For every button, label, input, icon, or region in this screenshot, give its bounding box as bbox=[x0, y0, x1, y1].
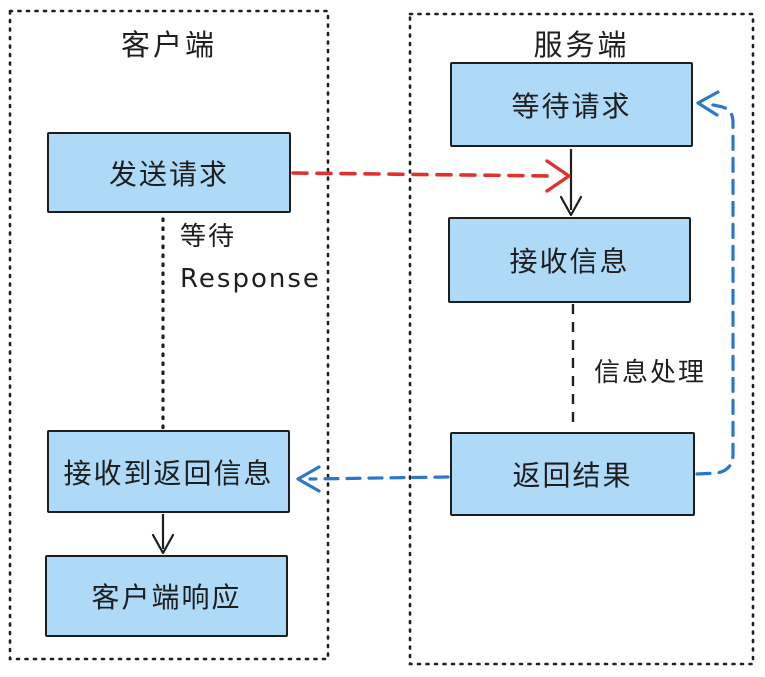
loop-back-blue-dashed-line bbox=[695, 102, 735, 476]
server-receive-arrowhead-icon bbox=[559, 195, 583, 217]
node-receive-message-label: 接收信息 bbox=[509, 245, 630, 278]
node-client-response: 客户端响应 bbox=[45, 555, 288, 637]
return-info-blue-dashed-line bbox=[308, 475, 450, 481]
node-wait-request: 等待请求 bbox=[450, 62, 693, 147]
client-container-title: 客户端 bbox=[120, 28, 217, 62]
node-client-response-label: 客户端响应 bbox=[91, 581, 242, 614]
node-return-result: 返回结果 bbox=[450, 432, 695, 516]
node-send-request-label: 发送请求 bbox=[108, 157, 229, 191]
loop-back-blue-arrowhead-icon bbox=[696, 90, 720, 117]
node-receive-returned-info: 接收到返回信息 bbox=[47, 430, 290, 513]
return-info-blue-arrowhead-icon bbox=[296, 465, 321, 493]
node-send-request: 发送请求 bbox=[47, 132, 291, 213]
message-processing-label: 信息处理 bbox=[594, 358, 707, 388]
client-container-border bbox=[8, 9, 330, 661]
wait-response-label: 等待 Response bbox=[180, 216, 321, 300]
request-red-arrowhead-icon bbox=[545, 159, 571, 193]
wait-response-label-line2: Response bbox=[180, 264, 321, 294]
server-container-border bbox=[408, 12, 755, 666]
node-return-result-label: 返回结果 bbox=[512, 459, 633, 492]
server-container-title: 服务端 bbox=[533, 28, 630, 62]
node-wait-request-label: 等待请求 bbox=[511, 89, 632, 123]
wait-response-label-line1: 等待 bbox=[180, 222, 237, 252]
node-receive-message: 接收信息 bbox=[448, 217, 691, 303]
node-receive-returned-info-label: 接收到返回信息 bbox=[63, 456, 274, 490]
request-red-dashed-line bbox=[291, 171, 554, 178]
client-response-arrowhead-icon bbox=[151, 533, 175, 555]
